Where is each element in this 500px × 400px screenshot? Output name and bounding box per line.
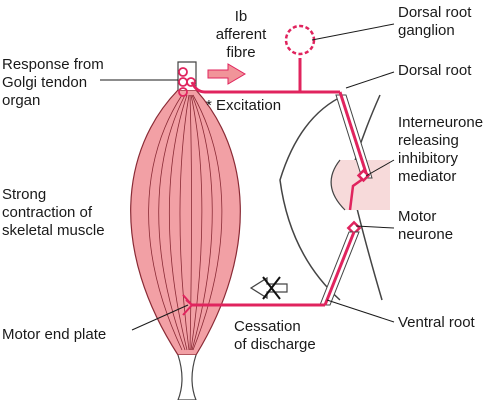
right-arrow-icon xyxy=(207,63,246,85)
dorsal-root xyxy=(335,91,373,179)
ventral-root-label: Ventral root xyxy=(398,314,475,331)
crossed-left-arrow-icon xyxy=(249,276,288,300)
motor-neurone-label: Motor neurone xyxy=(398,208,454,243)
leader-lines xyxy=(100,23,395,331)
spinal-cord xyxy=(279,94,390,301)
ib-afferent-fibre-label: Ib afferent fibre xyxy=(215,8,267,61)
interneurone-label: Interneurone releasing inhibitory mediat… xyxy=(398,114,484,185)
motor-end-plate-label: Motor end plate xyxy=(2,326,107,343)
excitation-label: * Excitation xyxy=(206,97,282,114)
motor-neurone xyxy=(346,220,362,236)
afferent-fibre xyxy=(190,58,340,94)
cessation-label: Cessation of discharge xyxy=(234,318,316,353)
dorsal-root-ganglion-label: Dorsal root ganglion xyxy=(398,4,472,39)
ventral-root xyxy=(319,231,360,306)
motor-end-plate xyxy=(182,294,193,316)
grey-matter xyxy=(331,160,390,210)
interneurone xyxy=(348,168,371,211)
golgi-tendon-organ xyxy=(178,67,196,97)
golgi-response-label: Response from Golgi tendon organ xyxy=(2,56,104,109)
strong-contraction-label: Strong contraction of skeletal muscle xyxy=(2,186,105,239)
dorsal-root-ganglion xyxy=(284,24,316,56)
dorsal-root-label: Dorsal root xyxy=(398,62,472,79)
lower-tendon xyxy=(177,354,197,400)
